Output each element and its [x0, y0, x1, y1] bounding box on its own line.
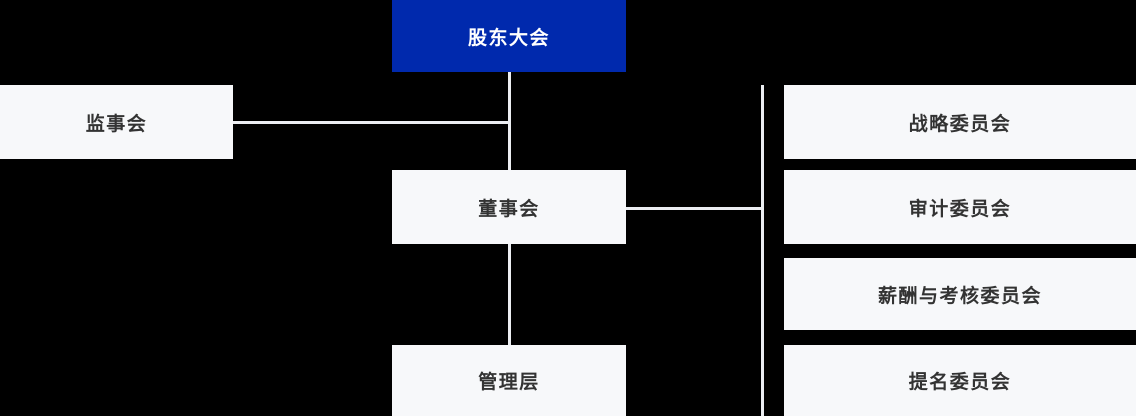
node-board-of-supervisors[interactable]: 监事会 [0, 85, 233, 159]
node-label: 董事会 [478, 198, 540, 220]
node-label: 审计委员会 [908, 198, 1012, 220]
node-management[interactable]: 管理层 [392, 345, 626, 416]
node-board-of-directors[interactable]: 董事会 [392, 170, 626, 244]
node-label: 战略委员会 [908, 113, 1012, 135]
node-shareholders-meeting[interactable]: 股东大会 [392, 0, 626, 72]
node-label: 薪酬与考核委员会 [877, 285, 1042, 307]
node-audit-committee[interactable]: 审计委员会 [784, 170, 1136, 244]
node-compensation-appraisal-committee[interactable]: 薪酬与考核委员会 [784, 258, 1136, 330]
connector-directors-to-committees-horizontal [626, 207, 764, 210]
node-strategy-committee[interactable]: 战略委员会 [784, 85, 1136, 159]
connector-supervisors-to-trunk-horizontal [233, 121, 511, 124]
connector-directors-to-management-vertical [508, 244, 511, 345]
node-label: 管理层 [478, 372, 540, 393]
node-nomination-committee[interactable]: 提名委员会 [784, 345, 1136, 416]
node-label: 提名委员会 [908, 372, 1012, 393]
node-label: 股东大会 [467, 27, 550, 49]
node-label: 监事会 [85, 113, 148, 135]
connector-committees-bus-vertical [761, 85, 764, 416]
